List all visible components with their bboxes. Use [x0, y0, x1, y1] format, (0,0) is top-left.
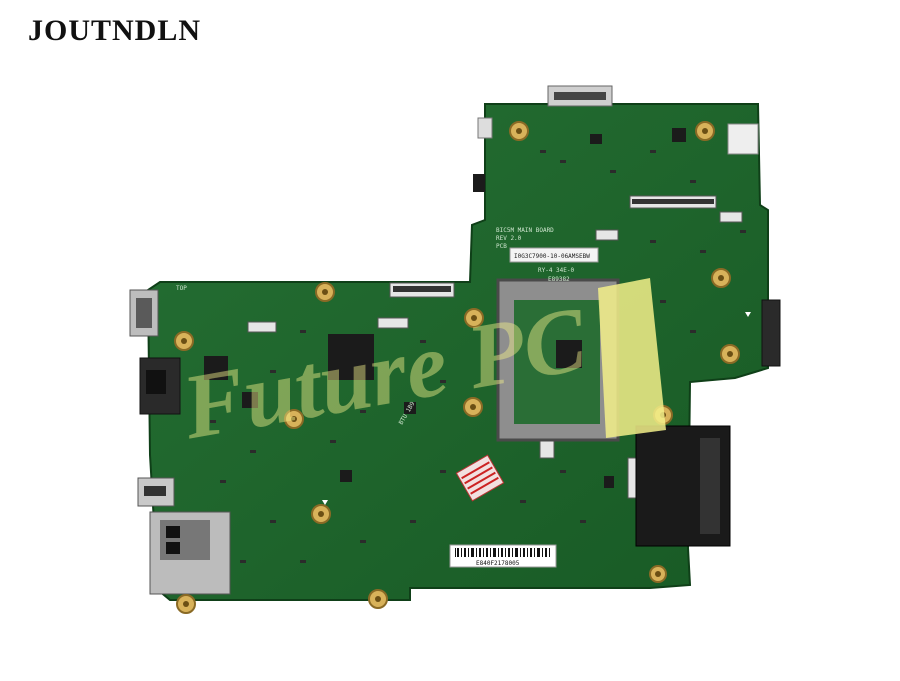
silkscreen-line-3: PCB: [496, 243, 507, 250]
silkscreen-line-1: BIC5M MAIN BOARD: [496, 227, 554, 234]
ribbon-connector: [247, 321, 277, 333]
ribbon-connector: [719, 211, 743, 223]
fan-connector: [727, 123, 759, 155]
barcode-text: E840F2178005: [476, 560, 520, 567]
top-label: TOP: [176, 285, 187, 292]
sticker-code: I0G3C7900-10-06AMSEBW: [514, 253, 590, 260]
triangle-marker: [745, 312, 751, 317]
chip: [242, 392, 258, 408]
barcode-sticker: E840F2178005: [449, 544, 557, 568]
chip: [604, 476, 614, 488]
chip: [473, 174, 485, 192]
ribbon-connector: [377, 317, 409, 329]
ribbon-connector: [595, 229, 619, 241]
ry-text: RY-4 34E-0: [538, 267, 575, 274]
chip: [404, 402, 416, 414]
chip: [590, 134, 602, 144]
chip: [672, 128, 686, 142]
small-connector: [477, 117, 493, 139]
e-code: E89382: [548, 276, 570, 283]
chip: [340, 470, 352, 482]
board-sticker: [509, 247, 599, 263]
smd-components: [210, 150, 746, 563]
kapton-tape: [598, 278, 666, 438]
brand-logo: JOUTNDLN: [28, 14, 202, 47]
chip: [204, 356, 228, 380]
silkscreen-line-2: REV 2.0: [496, 235, 522, 242]
triangle-marker: [322, 500, 328, 505]
cpu-die-area: [556, 340, 582, 368]
sata-connector: [761, 299, 781, 367]
warranty-sticker: [455, 454, 505, 502]
chipset: [328, 334, 374, 380]
